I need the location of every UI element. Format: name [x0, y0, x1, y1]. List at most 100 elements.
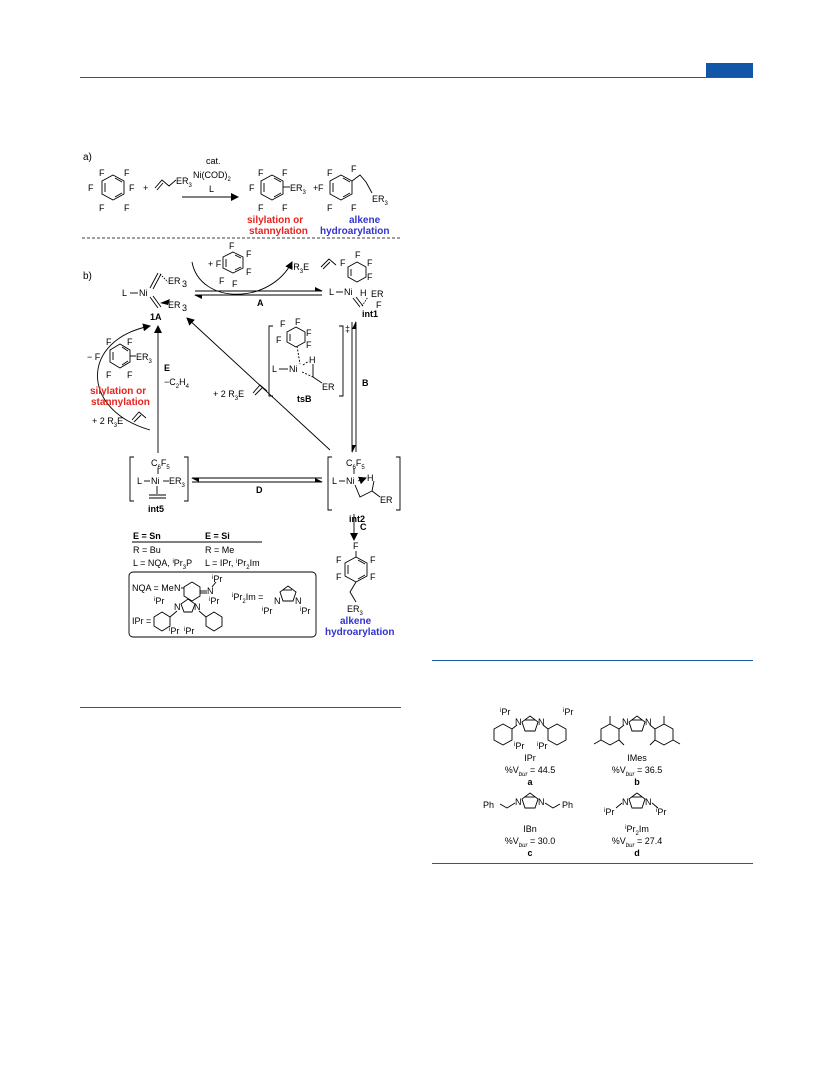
f-atom: F [318, 183, 324, 193]
nqa-label: NQA = Me [132, 583, 174, 593]
add-c6f6: + F [208, 259, 222, 269]
f-atom: F [282, 203, 288, 213]
f-atom: F [370, 555, 376, 565]
plus-2r3e: + 2 R3E [92, 416, 123, 429]
ligand-imes: N N [593, 715, 681, 746]
plus-2r3e: + 2 R3E [213, 389, 244, 402]
ligand-ibn: N N Ph Ph [483, 792, 573, 810]
figure2-bottom-rule [432, 863, 753, 864]
ligand-c-letter: c [527, 848, 532, 858]
f-atom: F [229, 241, 235, 251]
label-1A: 1A [150, 312, 162, 322]
complex-int1: F F F F L Ni H ER F int1 [329, 250, 384, 319]
catalyst-cat: cat. [206, 156, 221, 166]
ipr-structure-box: IPr = N N iPr iPr iPr iPr [132, 596, 223, 636]
f-atom: F [280, 319, 286, 329]
ligand-c-vbur: %Vbur = 30.0 [505, 836, 555, 849]
hydroarylation-product-b: F F F F F ER3 [336, 541, 376, 617]
n-atom: N [174, 602, 181, 612]
ipr-group: iPr [563, 707, 573, 717]
hydroarylation-label-b1: alkene [340, 616, 372, 627]
legend-col1-head: E = Sn [133, 531, 161, 541]
ligand-a-name: IPr [524, 753, 536, 763]
f-atom: F [282, 168, 288, 178]
silylation-label-b2: stannylation [91, 397, 150, 408]
plus-sign: + [143, 183, 148, 193]
nickel: Ni [344, 287, 353, 297]
ipr-group: iPr [537, 741, 547, 751]
hexafluorobenzene-reactant: F F F F F F [88, 168, 135, 213]
ipr2im-label: iPr2Im = [232, 592, 263, 605]
er3-group: ER3 [347, 604, 364, 617]
f-atom: F [306, 340, 312, 350]
step-E: E [164, 363, 170, 373]
ligand-a-vbur: %Vbur = 44.5 [505, 765, 555, 778]
ipr-group: iPr [604, 807, 614, 817]
n-atom: N [295, 596, 302, 606]
n-atom: N [174, 583, 181, 593]
ipr-group: iPr [212, 574, 222, 584]
vinyl-fragment [131, 411, 147, 421]
header-rule [80, 77, 753, 78]
ligand-L: L [122, 288, 127, 298]
arc-arrow-E [97, 323, 151, 431]
panel-b-label: b) [83, 271, 92, 282]
n-atom: N [207, 586, 214, 596]
nickel: Ni [346, 476, 355, 486]
nickel: Ni [151, 476, 160, 486]
complex-int5: C6F5 L Ni ER3 int5 [129, 456, 189, 514]
ligand-a-letter: a [527, 777, 533, 787]
f-atom: F [276, 335, 282, 345]
f-atom: F [367, 258, 373, 268]
c6f5-group: C6F5 [346, 458, 365, 471]
ligand-d-letter: d [634, 848, 640, 858]
f-atom: F [370, 572, 376, 582]
figure2-top-rule [432, 660, 753, 661]
ddagger: ‡ [345, 324, 350, 334]
subscript: 3 [182, 279, 187, 289]
silylation-product: F F F F F ER3 [249, 168, 307, 213]
ipr-label: IPr = [132, 616, 151, 626]
f-atom: F [306, 328, 312, 338]
ipr-group: iPr [209, 596, 219, 606]
f-atom: F [219, 276, 225, 286]
left-column-rule [80, 707, 401, 708]
f-atom: F [99, 203, 105, 213]
f-atom: F [246, 267, 252, 277]
n-atom: N [194, 602, 201, 612]
ipr-group: iPr [262, 606, 272, 616]
subscript: 3 [182, 303, 187, 313]
er3-group: ER3 [176, 176, 193, 189]
hydrogen: H [360, 288, 367, 298]
ligand-b-vbur: %Vbur = 36.5 [612, 765, 662, 778]
n-atom: N [622, 717, 629, 727]
er3-group: ER3 [136, 352, 153, 365]
f-atom: F [353, 541, 359, 551]
step-C: C [360, 522, 367, 532]
nickel: Ni [289, 364, 298, 374]
ligand-ipr: N N iPr iPr iPr iPr [493, 707, 573, 751]
ipr-group: iPr [154, 596, 164, 606]
ligand-L: L [137, 476, 142, 486]
step-A: A [257, 298, 264, 308]
f-atom: F [258, 168, 264, 178]
f-atom: F [124, 168, 130, 178]
hydroarylation-label-line1: alkene [349, 215, 381, 226]
silylation-label-line1: silylation or [247, 215, 303, 226]
f-atom: F [232, 279, 238, 289]
f-atom: F [340, 258, 346, 268]
ligand-box [128, 571, 317, 638]
f-atom: F [327, 203, 333, 213]
er3-group: ER [380, 495, 393, 505]
ipr-group: iPr [514, 741, 524, 751]
nqa-structure: NQA = Me N N iPr [132, 574, 222, 602]
ligand-L: L [272, 364, 277, 374]
ligand-d-name: iPr2Im [625, 824, 649, 837]
f-atom: F [336, 555, 342, 565]
silylation-label-line2: stannylation [249, 226, 308, 237]
transition-state-tsB: ‡ F F F F F H L Ni ER tsB [268, 317, 350, 404]
f-atom: F [376, 300, 382, 310]
ipr2im-structure-box: iPr2Im = N N iPr iPr [232, 585, 310, 616]
ipr-group: iPr [300, 606, 310, 616]
hydroarylation-label-b2: hydroarylation [325, 627, 394, 638]
